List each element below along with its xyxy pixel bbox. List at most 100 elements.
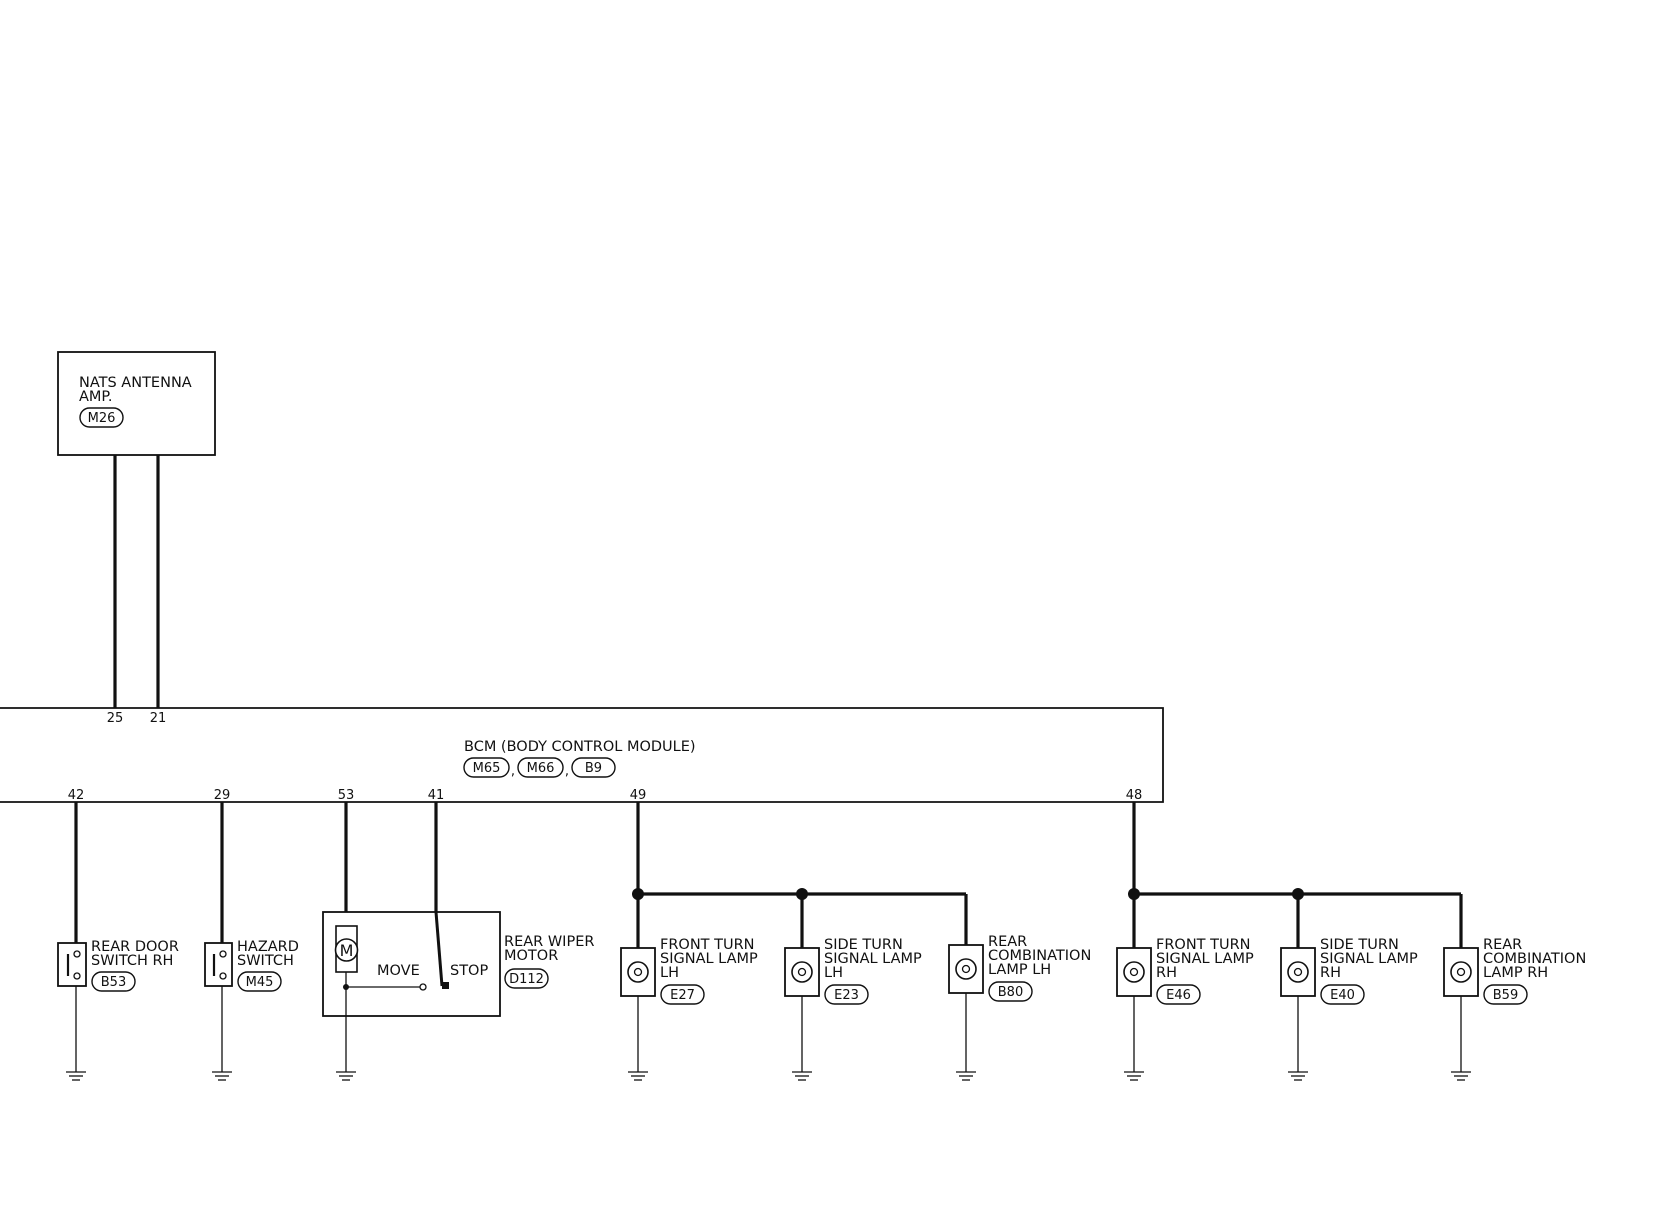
- rh-turn-branch: [1128, 802, 1463, 948]
- lamp-label-line2: SIGNAL LAMP: [1320, 951, 1418, 967]
- rear-wiper-connector-pill: [504, 968, 549, 989]
- lamp-label-line1: REAR: [988, 934, 1027, 950]
- bcm-label: BCM (BODY CONTROL MODULE): [464, 739, 696, 755]
- rear-wiper-motor: M MOVE STOP REAR WIPER MOTOR D112: [322, 802, 594, 1081]
- bcm-pin-53: 53: [338, 788, 355, 803]
- move-label: MOVE: [377, 963, 420, 979]
- bcm-pin-25: 25: [107, 711, 124, 726]
- lamp-filament-icon: [1129, 967, 1139, 977]
- nats-antenna-amp-label-line2: AMP.: [79, 389, 113, 405]
- lamp-label-line1: SIDE TURN: [824, 937, 903, 953]
- lamp-connector: E40: [1330, 988, 1355, 1003]
- ground-icon: [1124, 1071, 1144, 1081]
- bcm-connector-pill-2: [517, 757, 564, 778]
- lamp-filament-icon: [961, 964, 971, 974]
- lamp-connector-pill: [824, 984, 869, 1005]
- lamp-body: [1280, 947, 1316, 997]
- lh-turn-branch: [632, 802, 968, 948]
- lamp-label-line2: COMBINATION: [1483, 951, 1586, 967]
- ground-icon: [628, 1071, 648, 1081]
- ground-icon: [956, 1071, 976, 1081]
- lamp-label-line3: LH: [824, 965, 843, 981]
- rear-door-switch-terminal-2: [73, 972, 81, 980]
- hazard-switch: HAZARD SWITCH M45: [204, 802, 299, 1081]
- bcm-connector-3: B9: [585, 761, 602, 776]
- ground-icon: [1451, 1071, 1471, 1081]
- lamp-body: [948, 944, 984, 994]
- lamp-body: [620, 947, 656, 997]
- nats-connector-pill: [79, 407, 124, 428]
- rear-door-switch-label-line2: SWITCH RH: [91, 953, 173, 969]
- bcm-pin-49: 49: [630, 788, 647, 803]
- lamp-connector-pill: [660, 984, 705, 1005]
- bcm-connector-sep-1: ,: [511, 764, 515, 779]
- lamp-label-line1: REAR: [1483, 937, 1522, 953]
- rear-wiper-label-line2: MOTOR: [504, 948, 558, 964]
- nats-connector-label: M26: [88, 411, 116, 426]
- lamp-connector: B59: [1493, 988, 1518, 1003]
- lamp-connector-pill: [1156, 984, 1201, 1005]
- lamp-filament-icon: [797, 967, 807, 977]
- rear-door-switch-connector-pill: [91, 971, 136, 992]
- rear-door-switch-terminal-1: [73, 950, 81, 958]
- junction-dot-rh-2: [1292, 888, 1304, 900]
- wiper-switch-arm: [434, 911, 444, 987]
- bcm-connector-sep-2: ,: [565, 764, 569, 779]
- bcm-pin-21: 21: [150, 711, 167, 726]
- lamp-label-line1: SIDE TURN: [1320, 937, 1399, 953]
- lamp-filament-icon: [1293, 967, 1303, 977]
- lamp-bulb-icon: [627, 961, 649, 983]
- hazard-switch-label-line2: SWITCH: [237, 953, 294, 969]
- lamp-connector-pill: [988, 981, 1033, 1002]
- rear-door-switch-body: [57, 942, 87, 987]
- lamp-label-line3: LAMP LH: [988, 962, 1051, 978]
- lamp-body: [784, 947, 820, 997]
- motor-symbol: M: [340, 941, 354, 960]
- lamp-label-line3: RH: [1320, 965, 1341, 981]
- lamp-label-line1: FRONT TURN: [660, 937, 755, 953]
- bcm-connector-pill-3: [571, 757, 616, 778]
- lamp-bulb-icon: [1123, 961, 1145, 983]
- lamp-body: [1443, 947, 1479, 997]
- lamp-connector: E46: [1166, 988, 1191, 1003]
- lamp-connector: B80: [998, 985, 1023, 1000]
- lamp-connector: E23: [834, 988, 859, 1003]
- hazard-switch-connector-pill: [237, 971, 282, 992]
- nats-antenna-amp: NATS ANTENNA AMP. M26: [57, 351, 216, 456]
- ground-icon: [792, 1071, 812, 1081]
- bcm-connector-pill-1: [463, 757, 510, 778]
- ground-icon: [66, 1071, 86, 1081]
- lamp-bulb-icon: [791, 961, 813, 983]
- lamp-label-line3: RH: [1156, 965, 1177, 981]
- nats-antenna-amp-box: [57, 351, 216, 456]
- lamp-label-line2: SIGNAL LAMP: [660, 951, 758, 967]
- ground-icon: [1288, 1071, 1308, 1081]
- rear-wiper-connector: D112: [509, 972, 544, 987]
- junction-dot-lh-1: [632, 888, 644, 900]
- hazard-switch-body: [204, 942, 233, 987]
- lamp-filament-icon: [633, 967, 643, 977]
- lamp-label-line3: LAMP RH: [1483, 965, 1548, 981]
- ground-icon: [212, 1071, 232, 1081]
- rear-door-switch-connector: B53: [101, 975, 126, 990]
- lamp-bulb-icon: [1287, 961, 1309, 983]
- lamp-connector-pill: [1320, 984, 1365, 1005]
- nats-antenna-amp-label-line1: NATS ANTENNA: [79, 375, 192, 391]
- junction-dot-rh-1: [1128, 888, 1140, 900]
- lamp-filament-icon: [1456, 967, 1466, 977]
- hazard-switch-terminal-1: [219, 950, 227, 958]
- ground-icon: [336, 1071, 356, 1081]
- lamp-bulb-icon: [955, 958, 977, 980]
- lamp-label-line1: FRONT TURN: [1156, 937, 1251, 953]
- junction-dot-lh-2: [796, 888, 808, 900]
- lamp-label-line3: LH: [660, 965, 679, 981]
- lamp-connector: E27: [670, 988, 695, 1003]
- rear-wiper-motor-box: [322, 911, 501, 1017]
- lamp-label-line2: COMBINATION: [988, 948, 1091, 964]
- hazard-switch-terminal-2: [219, 972, 227, 980]
- bcm-pin-41: 41: [428, 788, 445, 803]
